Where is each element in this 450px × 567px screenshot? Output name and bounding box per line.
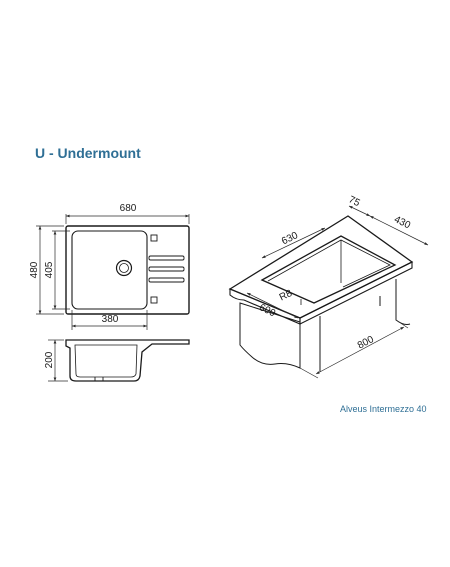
product-caption: Alveus Intermezzo 40 [340,404,427,414]
overflow-top [150,234,158,242]
dim-width-label: 680 [120,203,137,214]
extension-line [299,367,319,379]
bowl [71,230,148,310]
drain-hole [115,259,133,277]
page-title: U - Undermount [35,145,141,161]
dim-line-margin [348,205,371,217]
dim-cutout-width-label: 630 [280,230,300,247]
cabinet-side-wall [395,279,411,325]
sink-profile [65,339,190,382]
drainer-groove-1 [148,255,185,261]
drainer-groove-2 [148,266,185,272]
top-view: 680 480 405 380 [29,203,190,330]
cabinet-view: 630 75 430 R8 600 800 [228,194,429,379]
dim-depth-label: 200 [44,351,55,368]
side-view: 200 [44,339,190,382]
overflow-bottom [150,296,158,304]
bowl-profile [74,344,138,378]
drainer-groove-3 [148,277,185,283]
dim-line-cabinet-width [246,292,299,319]
cutout-inner-wall [267,239,391,288]
dim-bowl-height-label: 405 [44,261,55,278]
dim-bowl-width-label: 380 [102,314,119,325]
dim-radius-label: R8 [278,288,295,304]
dim-line-countertop-length [315,326,405,375]
cabinet-front-wall [239,302,301,369]
drain-hole-inner [119,263,129,273]
sink-outline [65,225,190,315]
extension-line [395,319,409,329]
dim-margin-label: 75 [347,194,362,209]
countertop-top [228,215,414,319]
dim-line-cutout-width [261,227,326,259]
countertop-side-edge [299,261,413,325]
dim-height-label: 480 [29,261,40,278]
dim-line-cabinet-depth [369,215,429,246]
dim-cabinet-width-label: 600 [257,302,277,319]
dim-countertop-length-label: 800 [356,334,376,352]
